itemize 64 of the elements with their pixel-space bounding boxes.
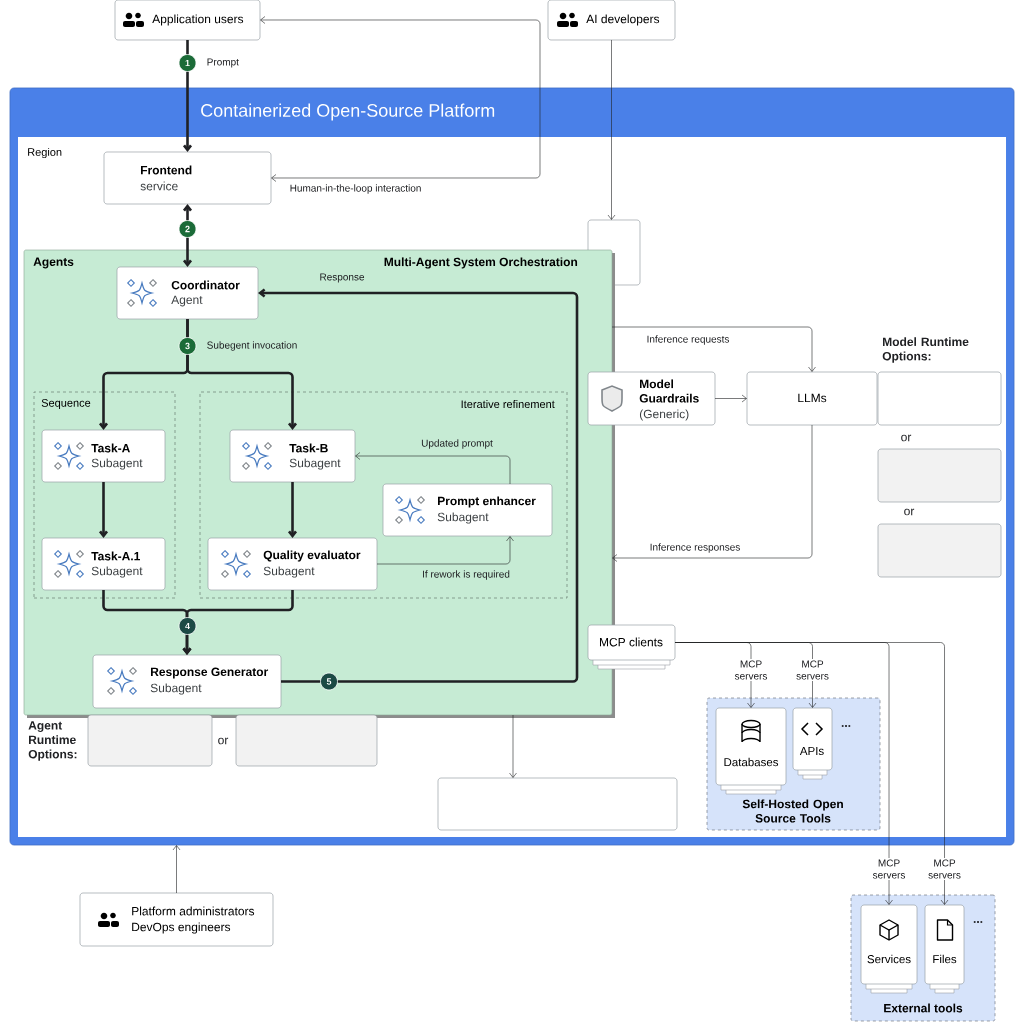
arrow bbox=[182, 204, 193, 267]
tool-box: Files bbox=[924, 904, 965, 994]
arrow bbox=[376, 536, 514, 565]
empty-box bbox=[437, 777, 678, 831]
option-heading: Agent Runtime Options: bbox=[28, 721, 77, 761]
edge-label: Prompt bbox=[207, 58, 239, 68]
arrow bbox=[182, 590, 294, 655]
ellipsis: ... bbox=[841, 725, 851, 727]
arrow bbox=[509, 714, 517, 778]
edge-label: Inference requests bbox=[647, 335, 730, 345]
arrow bbox=[611, 326, 816, 372]
arrow bbox=[607, 39, 616, 220]
or-label: or bbox=[901, 434, 912, 442]
tool-box: Databases bbox=[715, 707, 787, 795]
or-label: or bbox=[904, 508, 915, 516]
edge-label: MCP servers bbox=[734, 660, 768, 680]
step-badge: 4 bbox=[178, 617, 197, 635]
agent-box: Response Generator Subagent bbox=[92, 654, 282, 709]
step-badge: 2 bbox=[178, 220, 197, 238]
service-box: Frontend service bbox=[103, 151, 272, 205]
arrow bbox=[182, 40, 193, 152]
edge-label: If rework is required bbox=[423, 570, 510, 580]
agent-box: Task-A Subagent bbox=[41, 429, 166, 483]
arrow bbox=[288, 482, 298, 538]
arrow bbox=[612, 424, 813, 562]
tool-box: Services bbox=[860, 904, 918, 994]
empty-box bbox=[235, 714, 378, 767]
arrow bbox=[355, 452, 511, 485]
empty-box bbox=[87, 714, 213, 767]
actor-box: AI developers bbox=[547, 0, 676, 41]
edge-label: Subegent invocation bbox=[207, 341, 297, 351]
arrow bbox=[258, 288, 579, 683]
edge-label: Response bbox=[320, 273, 365, 283]
edge-label: MCP servers bbox=[928, 859, 961, 879]
edge-label: MCP servers bbox=[872, 859, 906, 879]
agent-box: Coordinator Agent bbox=[116, 266, 259, 320]
agent-box: Prompt enhancer Subagent bbox=[382, 483, 553, 537]
arrow bbox=[260, 16, 541, 182]
edge-label: Human-in-the-loop interaction bbox=[290, 184, 421, 194]
or-label: or bbox=[218, 737, 229, 745]
agent-box: Quality evaluator Subagent bbox=[207, 537, 378, 591]
option-heading: Model Runtime Options: bbox=[882, 337, 969, 363]
actor-box: Application users bbox=[114, 0, 261, 41]
step-badge: 5 bbox=[320, 672, 338, 691]
arrow bbox=[674, 642, 949, 905]
arrow bbox=[714, 394, 747, 403]
empty-box bbox=[877, 448, 1002, 503]
actor-box: Platform administrators DevOps engineers bbox=[79, 892, 274, 947]
arrow bbox=[186, 319, 298, 430]
client-box: MCP clients bbox=[587, 624, 676, 670]
edge-label: Updated prompt bbox=[421, 439, 493, 449]
tool-box: APIs bbox=[792, 707, 833, 780]
empty-box bbox=[877, 523, 1002, 578]
step-badge: 1 bbox=[178, 54, 197, 72]
edge-label: Inference responses bbox=[650, 543, 740, 553]
edge-label: MCP servers bbox=[796, 660, 829, 680]
step-badge: 3 bbox=[178, 337, 197, 355]
arrow bbox=[172, 845, 181, 894]
model-box: LLMs bbox=[746, 371, 878, 426]
arrow bbox=[98, 482, 109, 538]
agent-box: Task-B Subagent bbox=[229, 429, 356, 483]
agent-box: Task-A.1 Subagent bbox=[41, 537, 166, 591]
guardrails-box: Model Guardrails (Generic) bbox=[587, 371, 716, 426]
ellipsis: ... bbox=[973, 921, 983, 923]
